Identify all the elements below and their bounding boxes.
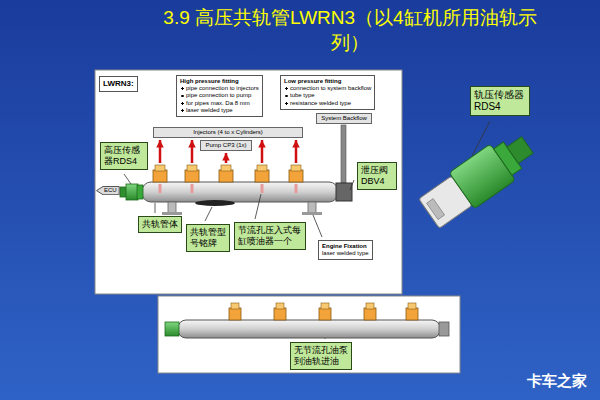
box-text: connection to system backflow (284, 85, 371, 92)
leader-line (255, 194, 261, 219)
flow-arrow (159, 140, 162, 163)
flow-arrows (160, 140, 296, 163)
rail-end-cap (439, 322, 449, 336)
fitting (406, 308, 418, 320)
leader-line (124, 174, 131, 184)
fitting-cap (257, 165, 267, 171)
sensor-thread (507, 137, 533, 164)
signal-arrow: ECU (96, 186, 120, 195)
mount-bracket (162, 212, 182, 215)
fitting (364, 308, 376, 320)
orifice (159, 184, 162, 193)
fitting-cap (231, 303, 239, 309)
rail-body (178, 320, 440, 338)
info-box: Pump CP3 (1x) (200, 140, 251, 151)
fitting (219, 170, 233, 182)
flow-arrow (295, 140, 298, 163)
box-text: pipe connection to pump (180, 92, 259, 99)
fittings (153, 165, 303, 193)
fitting (185, 170, 199, 182)
callout-box: 共轨管体 (138, 216, 182, 233)
fitting-cap (321, 303, 329, 309)
mount-bracket (302, 212, 322, 215)
info-box: Engine Fixationlaser welded type (318, 240, 373, 260)
box-heading: Engine Fixation (322, 243, 369, 250)
info-box: High pressure fittingpipe connection to … (176, 75, 263, 117)
box-text: resistance welded type (284, 100, 371, 107)
fitting (319, 308, 331, 320)
info-box: Low pressure fittingconnection to system… (280, 75, 375, 110)
box-heading: Injectors (4 to x Cylinders) (158, 129, 298, 136)
info-box: Injectors (4 to x Cylinders) (153, 127, 303, 138)
box-heading: 节流孔压入式每缸喷油器一个 (238, 225, 302, 247)
fitting-cap (408, 303, 416, 309)
fitting-cap (221, 165, 231, 171)
info-box: System Backflow (316, 113, 372, 124)
leader-line (350, 180, 354, 190)
box-text: tube type (284, 92, 371, 99)
orifice (295, 184, 298, 193)
fitting (255, 170, 269, 182)
box-heading: Pump CP3 (1x) (205, 142, 246, 149)
rail-body (142, 182, 338, 202)
box-text: pipe connection to injectors (180, 85, 259, 92)
callout-box: 共轨管型号铭牌 (186, 224, 230, 252)
callout-box: 高压传感器RDS4 (100, 142, 148, 170)
box-heading: System Backflow (321, 115, 367, 122)
sensor-nut (137, 185, 143, 199)
box-heading: 泄压阀 DBV4 (361, 165, 393, 187)
flow-arrow (225, 153, 228, 163)
orifice (261, 184, 264, 193)
diagram-panel (158, 296, 460, 373)
watermark: 卡车之家 (527, 372, 587, 391)
leader-line (155, 203, 156, 213)
fitting-cap (155, 165, 165, 171)
box-text: laser welded type (322, 250, 369, 257)
box-heading: High pressure fitting (180, 78, 259, 85)
box-text: laser welded type (180, 107, 259, 114)
box-heading: 无节流孔油泵到油轨进油 (294, 345, 348, 367)
fitting (229, 308, 241, 320)
name-plate (195, 200, 235, 206)
fitting-cap (291, 165, 301, 171)
pressure-relief-valve (336, 183, 352, 201)
box-heading: 高压传感器RDS4 (104, 145, 144, 167)
fitting-cap (187, 165, 197, 171)
callout-box: 轨压传感器RDS4 (470, 86, 530, 116)
fitting-cap (366, 303, 374, 309)
callout-box: 无节流孔油泵到油轨进油 (290, 342, 352, 370)
flow-arrow (261, 140, 264, 163)
callout-box: 节流孔压入式每缸喷油器一个 (234, 222, 306, 250)
box-heading: 共轨管体 (142, 219, 178, 230)
info-box: LWRN3: (99, 76, 138, 92)
fitting (289, 170, 303, 182)
fittings (229, 303, 418, 320)
arrow-outline (97, 187, 120, 195)
backflow-pipe (341, 125, 346, 183)
connector-socket (427, 199, 445, 220)
box-text: for pipes max. Da 8 mm (180, 100, 259, 107)
callout-box: 泄压阀 DBV4 (357, 162, 397, 190)
leader-lines (124, 121, 490, 339)
leader-line (313, 215, 322, 237)
pressure-sensor (165, 322, 179, 336)
orifice (191, 184, 194, 193)
fitting (274, 308, 286, 320)
box-heading: ECU (104, 187, 117, 194)
fitting-cap (276, 303, 284, 309)
rail-pressure-sensor (416, 127, 540, 232)
box-heading: 共轨管型号铭牌 (190, 227, 226, 249)
fitting (153, 170, 167, 182)
diagram-panel (95, 70, 402, 294)
leader-line (205, 207, 212, 221)
box-heading: 轨压传感器RDS4 (474, 89, 526, 113)
slide-title: 3.9 高压共轨管LWRN3（以4缸机所用油轨示列） (160, 6, 540, 55)
box-heading: Low pressure fitting (284, 78, 371, 85)
pressure-sensor (126, 184, 138, 200)
flow-arrow (191, 140, 194, 163)
box-heading: LWRN3: (103, 79, 134, 89)
